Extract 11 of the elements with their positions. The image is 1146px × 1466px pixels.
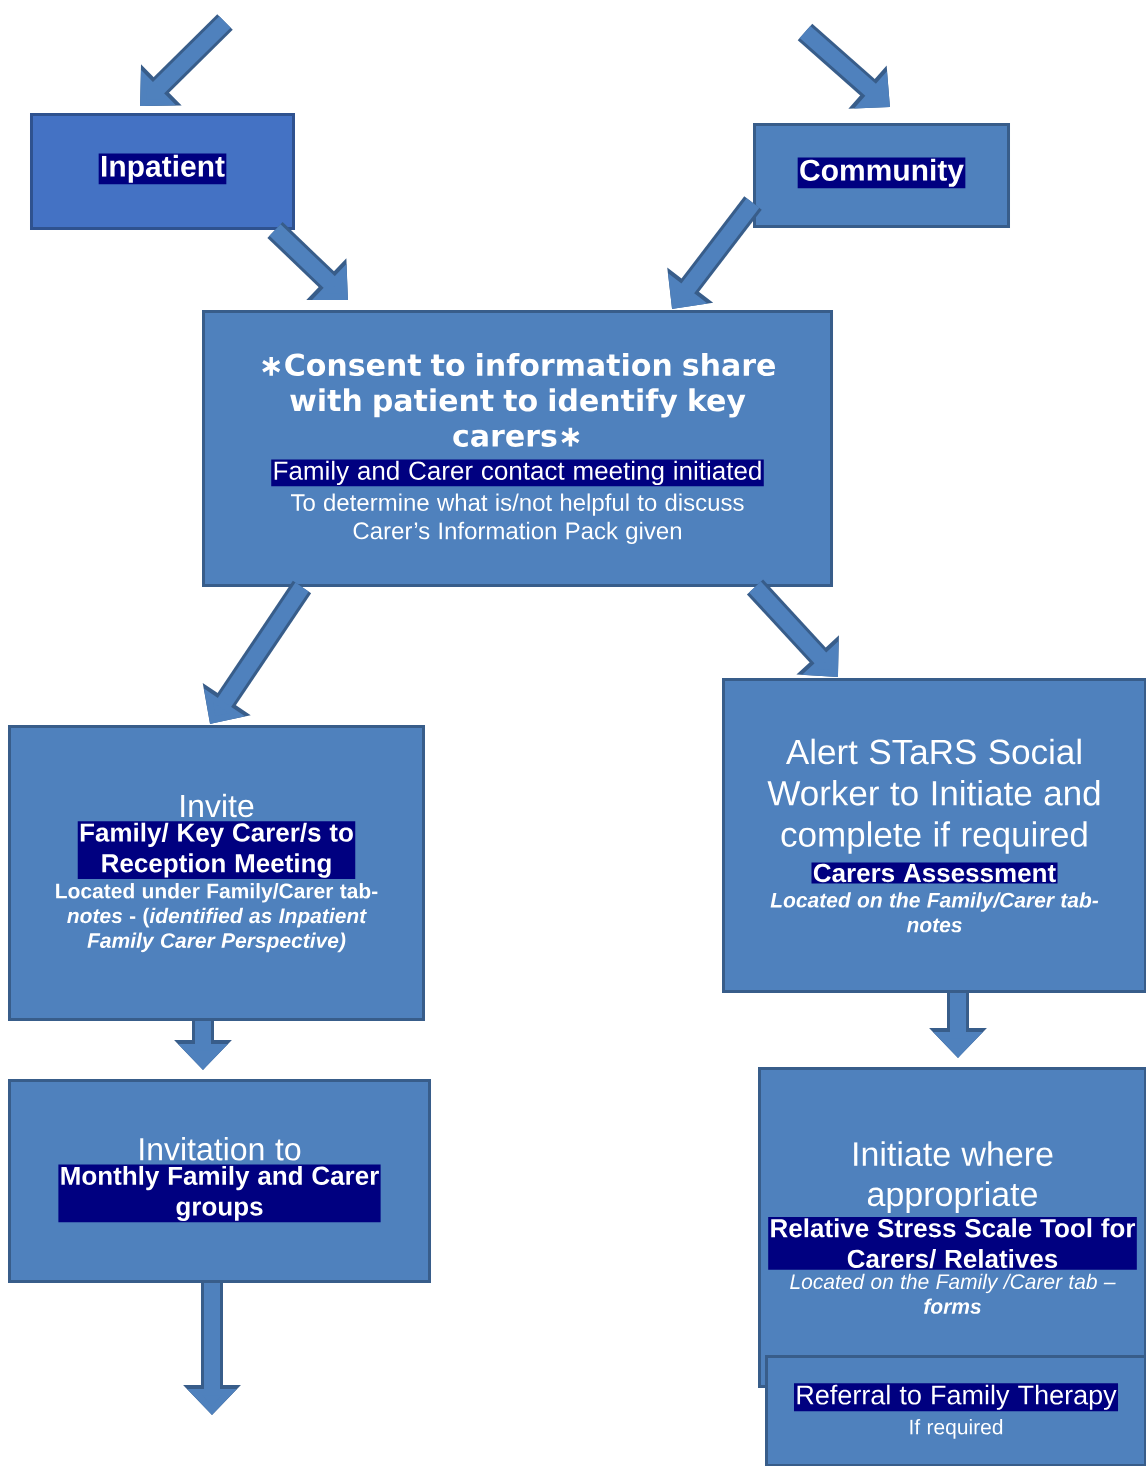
process-box: Invite Family/ Key Carer/s to Reception Meeting Located under Family/Carer tab- notes - (identified as Inpatient Family Carer Perspective) [8,725,425,1021]
process-box: Inpatient [30,113,295,230]
process-box: Invitation to Monthly Family and Carer groups [8,1079,431,1283]
block-arrow [797,23,890,109]
block-arrow [746,579,839,677]
process-box: Community [753,123,1010,228]
process-box: Referral to Family Therapy If required [765,1355,1146,1466]
process-box: ∗Consent to information share with patient to identify key carers∗ Family and Carer contact meeting initiated To determine what is/not helpful to discuss Carer’s Information Pack given [202,310,833,587]
block-arrow [140,14,233,106]
block-arrow [267,222,348,301]
process-box: Alert STaRS Social Worker to Initiate and complete if required Carers Assessment Located on the Family/Carer tab- notes [722,678,1146,993]
